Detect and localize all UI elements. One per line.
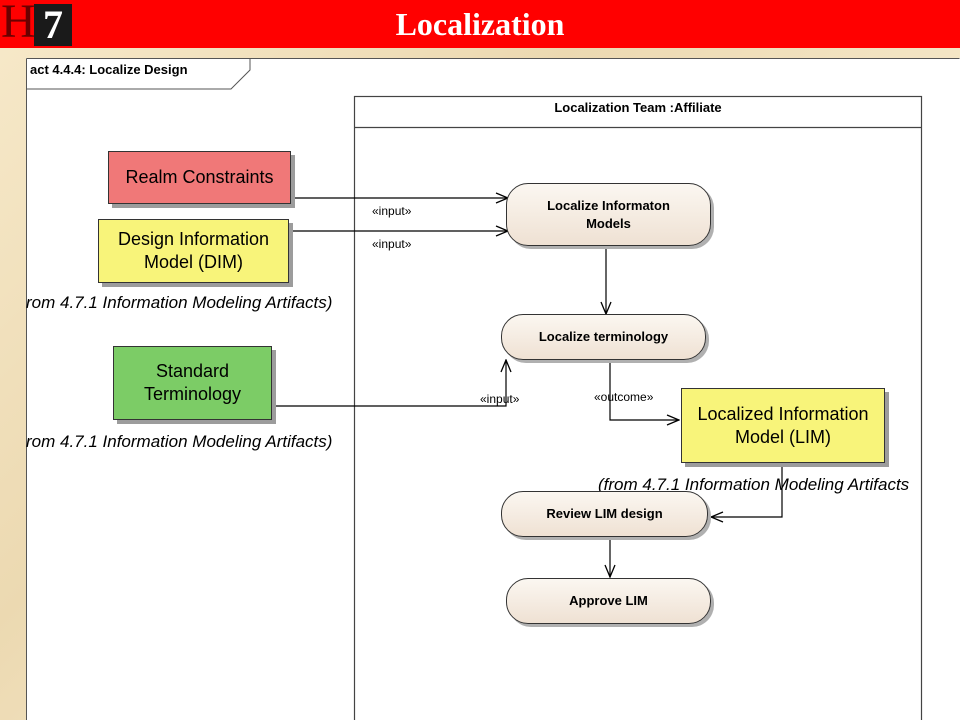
approve-lim-label: Approve LIM — [569, 593, 648, 608]
localize-models-line2: Models — [586, 215, 631, 231]
lim-origin-note: (from 4.7.1 Information Modeling Artifac… — [598, 475, 910, 494]
dim-label-line2: Model (DIM) — [143, 252, 243, 272]
lim-label-line2: Model (LIM) — [734, 426, 831, 447]
approve-lim-action[interactable]: Approve LIM — [506, 578, 711, 624]
slide-title: Localization — [395, 6, 565, 42]
review-lim-design-action[interactable]: Review LIM design — [501, 491, 708, 537]
lim-label-line1: Localized Information — [697, 403, 869, 424]
review-lim-design-label: Review LIM design — [546, 506, 663, 521]
dim-label-line1: Design Information — [117, 229, 270, 249]
frame-label: act 4.4.4: Localize Design — [30, 62, 188, 77]
dim-artifact[interactable]: Design Information Model (DIM) — [98, 219, 289, 283]
localize-models-line1: Localize Informaton — [547, 197, 670, 213]
realm-constraints-label: Realm Constraints — [125, 167, 274, 187]
frame-border — [26, 58, 960, 720]
dim-origin-note: rom 4.7.1 Information Modeling Artifacts… — [26, 293, 333, 312]
localize-terminology-action[interactable]: Localize terminology — [501, 314, 706, 360]
hl7-logo: H 7 — [0, 0, 74, 48]
standard-terminology-artifact[interactable]: Standard Terminology — [113, 346, 272, 420]
diagram-lines — [26, 58, 960, 720]
swimlane-border — [353, 95, 923, 720]
localize-terminology-label: Localize terminology — [538, 329, 669, 344]
input-stereotype-3: «input» — [480, 392, 520, 406]
flow-lim-to-review — [711, 465, 783, 517]
standard-terminology-origin-note: rom 4.7.1 Information Modeling Artifacts… — [26, 432, 333, 451]
flow-terminology-to-lim — [609, 361, 679, 420]
outcome-stereotype: «outcome» — [594, 390, 654, 404]
lim-artifact[interactable]: Localized Information Model (LIM) — [681, 388, 885, 463]
flow-std-to-terminology — [275, 360, 506, 407]
title-bar: H 7 Localization — [0, 0, 960, 48]
swimlane-label: Localization Team :Affiliate — [554, 100, 722, 115]
standard-terminology-line1: Standard — [155, 361, 230, 381]
input-stereotype-1: «input» — [372, 204, 412, 218]
realm-constraints-artifact[interactable]: Realm Constraints — [108, 151, 291, 204]
localize-information-models-action[interactable]: Localize Informaton Models — [506, 183, 711, 246]
logo-seven: 7 — [34, 4, 72, 46]
logo-h: H — [1, 0, 36, 48]
activity-diagram: act 4.4.4: Localize Design Localization … — [26, 58, 960, 720]
frame-tab-outline — [26, 58, 251, 90]
standard-terminology-line2: Terminology — [143, 384, 242, 404]
input-stereotype-2: «input» — [372, 237, 412, 251]
